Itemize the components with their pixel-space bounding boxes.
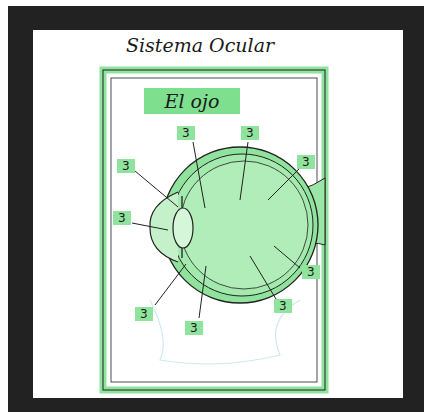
callout-number: 3 (297, 155, 315, 169)
box-text: El ojo (165, 90, 220, 112)
callout-number: 3 (113, 211, 131, 225)
callout-number: 3 (302, 265, 320, 279)
callout-number: 3 (117, 159, 135, 173)
page-title: Sistema Ocular (126, 34, 274, 56)
callout-number: 3 (185, 321, 203, 335)
title-box: El ojo (144, 88, 240, 114)
callout-number: 3 (135, 307, 153, 321)
callout-number: 3 (274, 299, 292, 313)
callout-number: 3 (177, 126, 195, 140)
callout-number: 3 (241, 126, 259, 140)
